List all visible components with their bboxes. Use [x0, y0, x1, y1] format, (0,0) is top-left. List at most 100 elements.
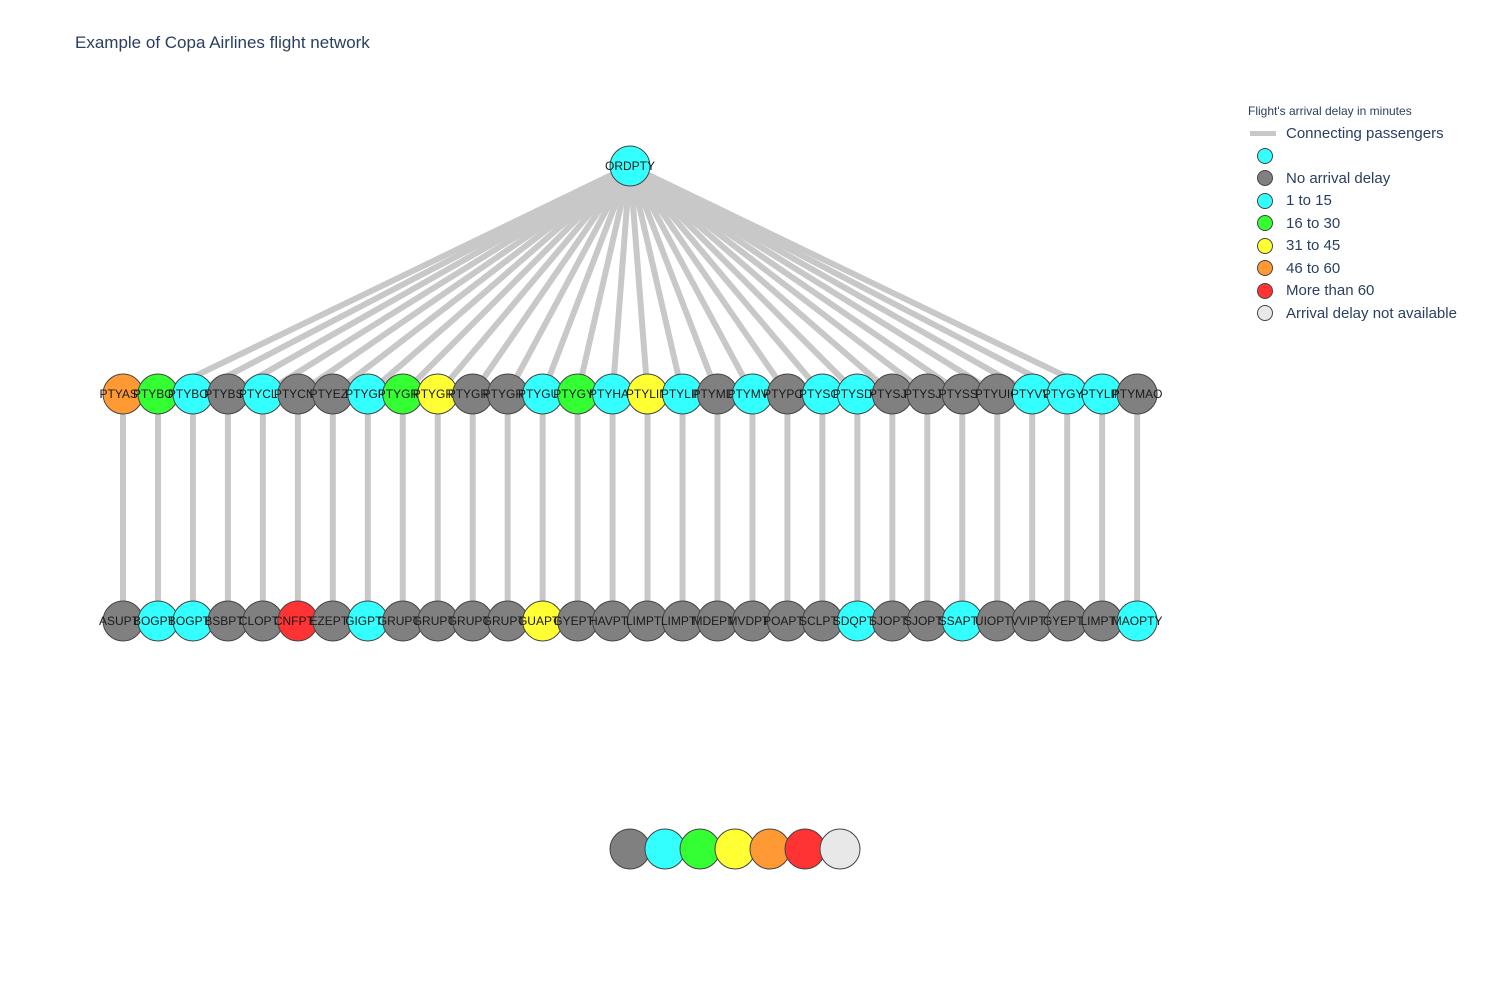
flight-node-inbound-14-label: HAVPTY	[589, 614, 636, 628]
flight-node-inbound-26-label: VVIPTY	[1011, 614, 1054, 628]
legend-symbol	[1248, 190, 1276, 212]
legend: Flight's arrival delay in minutes Connec…	[1248, 104, 1457, 325]
flight-node-outbound-11-label: PTYGRU	[483, 387, 533, 401]
flight-node-inbound-22[interactable]: SJOPTY	[869, 600, 916, 642]
flight-node-outbound-28[interactable]: PTYLIM	[1080, 373, 1124, 415]
flight-node-inbound-26[interactable]: VVIPTY	[1011, 600, 1054, 642]
flight-node-outbound-22-label: PTYSJO	[869, 387, 916, 401]
color-scale-row	[609, 828, 861, 870]
flight-node-outbound-28-label: PTYLIM	[1080, 387, 1123, 401]
flight-node-inbound-0[interactable]: ASUPTY	[99, 600, 147, 642]
flight-node-inbound-5[interactable]: CNFPTY	[274, 600, 322, 642]
flight-node-outbound-12-label: PTYGUA	[518, 387, 567, 401]
legend-item-5[interactable]: 31 to 45	[1248, 235, 1457, 258]
legend-item-2[interactable]: No arrival delay	[1248, 167, 1457, 190]
flight-node-inbound-24[interactable]: SSAPTY	[939, 600, 986, 642]
dot-marker-icon	[1257, 192, 1273, 209]
flight-node-outbound-26[interactable]: PTYVVI	[1011, 373, 1054, 415]
flight-node-inbound-9[interactable]: GRUPTY	[413, 600, 463, 642]
dot-marker-icon	[1257, 237, 1273, 254]
flight-node-outbound-18[interactable]: PTYMVD	[727, 373, 778, 415]
flight-node-inbound-6-label: EZEPTY	[309, 614, 356, 628]
flight-node-outbound-5[interactable]: PTYCNF	[274, 373, 322, 415]
root-node[interactable]: ORDPTY	[605, 145, 655, 187]
dot-marker-icon	[1257, 282, 1273, 299]
flight-node-outbound-27-label: PTYGYE	[1043, 387, 1092, 401]
edge-root-19	[627, 164, 790, 396]
flight-node-inbound-17[interactable]: MDEPTY	[692, 600, 742, 642]
flight-node-outbound-0[interactable]: PTYASU	[99, 373, 147, 415]
flight-node-outbound-24[interactable]: PTYSSA	[939, 373, 986, 415]
flight-node-inbound-6[interactable]: EZEPTY	[309, 600, 356, 642]
flight-node-outbound-9-label: PTYGRU	[413, 387, 463, 401]
flight-node-inbound-18[interactable]: MVDPTY	[727, 600, 777, 642]
flight-node-inbound-19-label: POAPTY	[763, 614, 812, 628]
edge-root-16	[627, 165, 686, 395]
flight-node-outbound-11[interactable]: PTYGRU	[483, 373, 533, 415]
flight-node-outbound-7[interactable]: PTYGIG	[345, 373, 390, 415]
flight-node-inbound-28[interactable]: LIMPTY	[1080, 600, 1124, 642]
legend-item-6[interactable]: 46 to 60	[1248, 257, 1457, 280]
flight-node-inbound-25[interactable]: UIOPTY	[975, 600, 1020, 642]
flight-node-inbound-5-label: CNFPTY	[274, 614, 322, 628]
legend-symbol	[1248, 122, 1276, 144]
flight-node-outbound-4[interactable]: PTYCLO	[239, 373, 287, 415]
legend-label: 16 to 30	[1286, 214, 1341, 232]
flight-node-outbound-20[interactable]: PTYSCL	[799, 373, 846, 415]
legend-item-0[interactable]: Connecting passengers	[1248, 122, 1457, 145]
flight-node-outbound-23[interactable]: PTYSJO	[904, 373, 951, 415]
flight-node-outbound-14[interactable]: PTYHAV	[589, 373, 636, 415]
flight-node-inbound-20-label: SCLPTY	[799, 614, 846, 628]
flight-node-inbound-20[interactable]: SCLPTY	[799, 600, 846, 642]
flight-node-outbound-13[interactable]: PTYGYE	[553, 373, 602, 415]
flight-node-outbound-2[interactable]: PTYBOG	[168, 373, 218, 415]
flight-node-outbound-29[interactable]: PTYMAO	[1112, 373, 1163, 415]
flight-node-outbound-16[interactable]: PTYLIM	[661, 373, 704, 415]
flight-node-outbound-16-label: PTYLIM	[661, 387, 704, 401]
flight-node-inbound-4[interactable]: CLOPTY	[239, 600, 287, 642]
flight-node-outbound-19[interactable]: PTYPOA	[763, 373, 812, 415]
flight-node-outbound-2-label: PTYBOG	[168, 387, 218, 401]
edge-root-8	[400, 163, 633, 397]
flight-node-inbound-16[interactable]: LIMPTY	[661, 600, 704, 642]
flight-node-inbound-28-label: LIMPTY	[1080, 614, 1123, 628]
flight-node-inbound-11[interactable]: GRUPTY	[483, 600, 533, 642]
flight-node-inbound-8[interactable]: GRUPTY	[378, 600, 428, 642]
flight-node-inbound-7[interactable]: GIGPTY	[345, 600, 390, 642]
chart-title: Example of Copa Airlines flight network	[75, 33, 370, 52]
scale-swatch-d60_plus	[784, 828, 826, 870]
edge-root-20	[627, 164, 825, 396]
flight-node-inbound-29[interactable]: MAOPTY	[1112, 600, 1163, 642]
edge-root-17	[627, 164, 721, 396]
flight-node-inbound-11-label: GRUPTY	[483, 614, 533, 628]
legend-item-1[interactable]	[1248, 145, 1457, 168]
flight-node-outbound-25[interactable]: PTYUIO	[975, 373, 1020, 415]
flight-node-inbound-2[interactable]: BOGPTY	[168, 600, 218, 642]
flight-node-inbound-19[interactable]: POAPTY	[763, 600, 812, 642]
legend-item-7[interactable]: More than 60	[1248, 280, 1457, 303]
flight-node-outbound-3[interactable]: PTYBSB	[204, 373, 252, 415]
flight-node-outbound-1[interactable]: PTYBOG	[133, 373, 183, 415]
dot-marker-icon	[1257, 260, 1273, 277]
flight-node-inbound-1[interactable]: BOGPTY	[133, 600, 183, 642]
flight-node-outbound-6[interactable]: PTYEZE	[309, 373, 356, 415]
flight-node-inbound-23[interactable]: SJOPTY	[904, 600, 951, 642]
scale-swatch-d31_45	[714, 828, 756, 870]
flight-node-outbound-8[interactable]: PTYGRU	[378, 373, 428, 415]
flight-node-outbound-15[interactable]: PTYLIM	[626, 373, 669, 415]
legend-item-4[interactable]: 16 to 30	[1248, 212, 1457, 235]
flight-node-inbound-15[interactable]: LIMPTY	[626, 600, 669, 642]
root-node-marker	[609, 145, 651, 187]
legend-item-8[interactable]: Arrival delay not available	[1248, 302, 1457, 325]
flight-node-outbound-0-label: PTYASU	[99, 387, 146, 401]
flight-node-inbound-4-label: CLOPTY	[239, 614, 287, 628]
flight-node-inbound-14[interactable]: HAVPTY	[589, 600, 636, 642]
flight-node-outbound-10[interactable]: PTYGRU	[448, 373, 498, 415]
flight-node-outbound-17[interactable]: PTYMDE	[692, 373, 742, 415]
scale-swatch-d1_15	[644, 828, 686, 870]
flight-node-inbound-12[interactable]: GUAPTY	[518, 600, 567, 642]
dot-marker-icon	[1257, 170, 1273, 187]
legend-item-3[interactable]: 1 to 15	[1248, 190, 1457, 213]
